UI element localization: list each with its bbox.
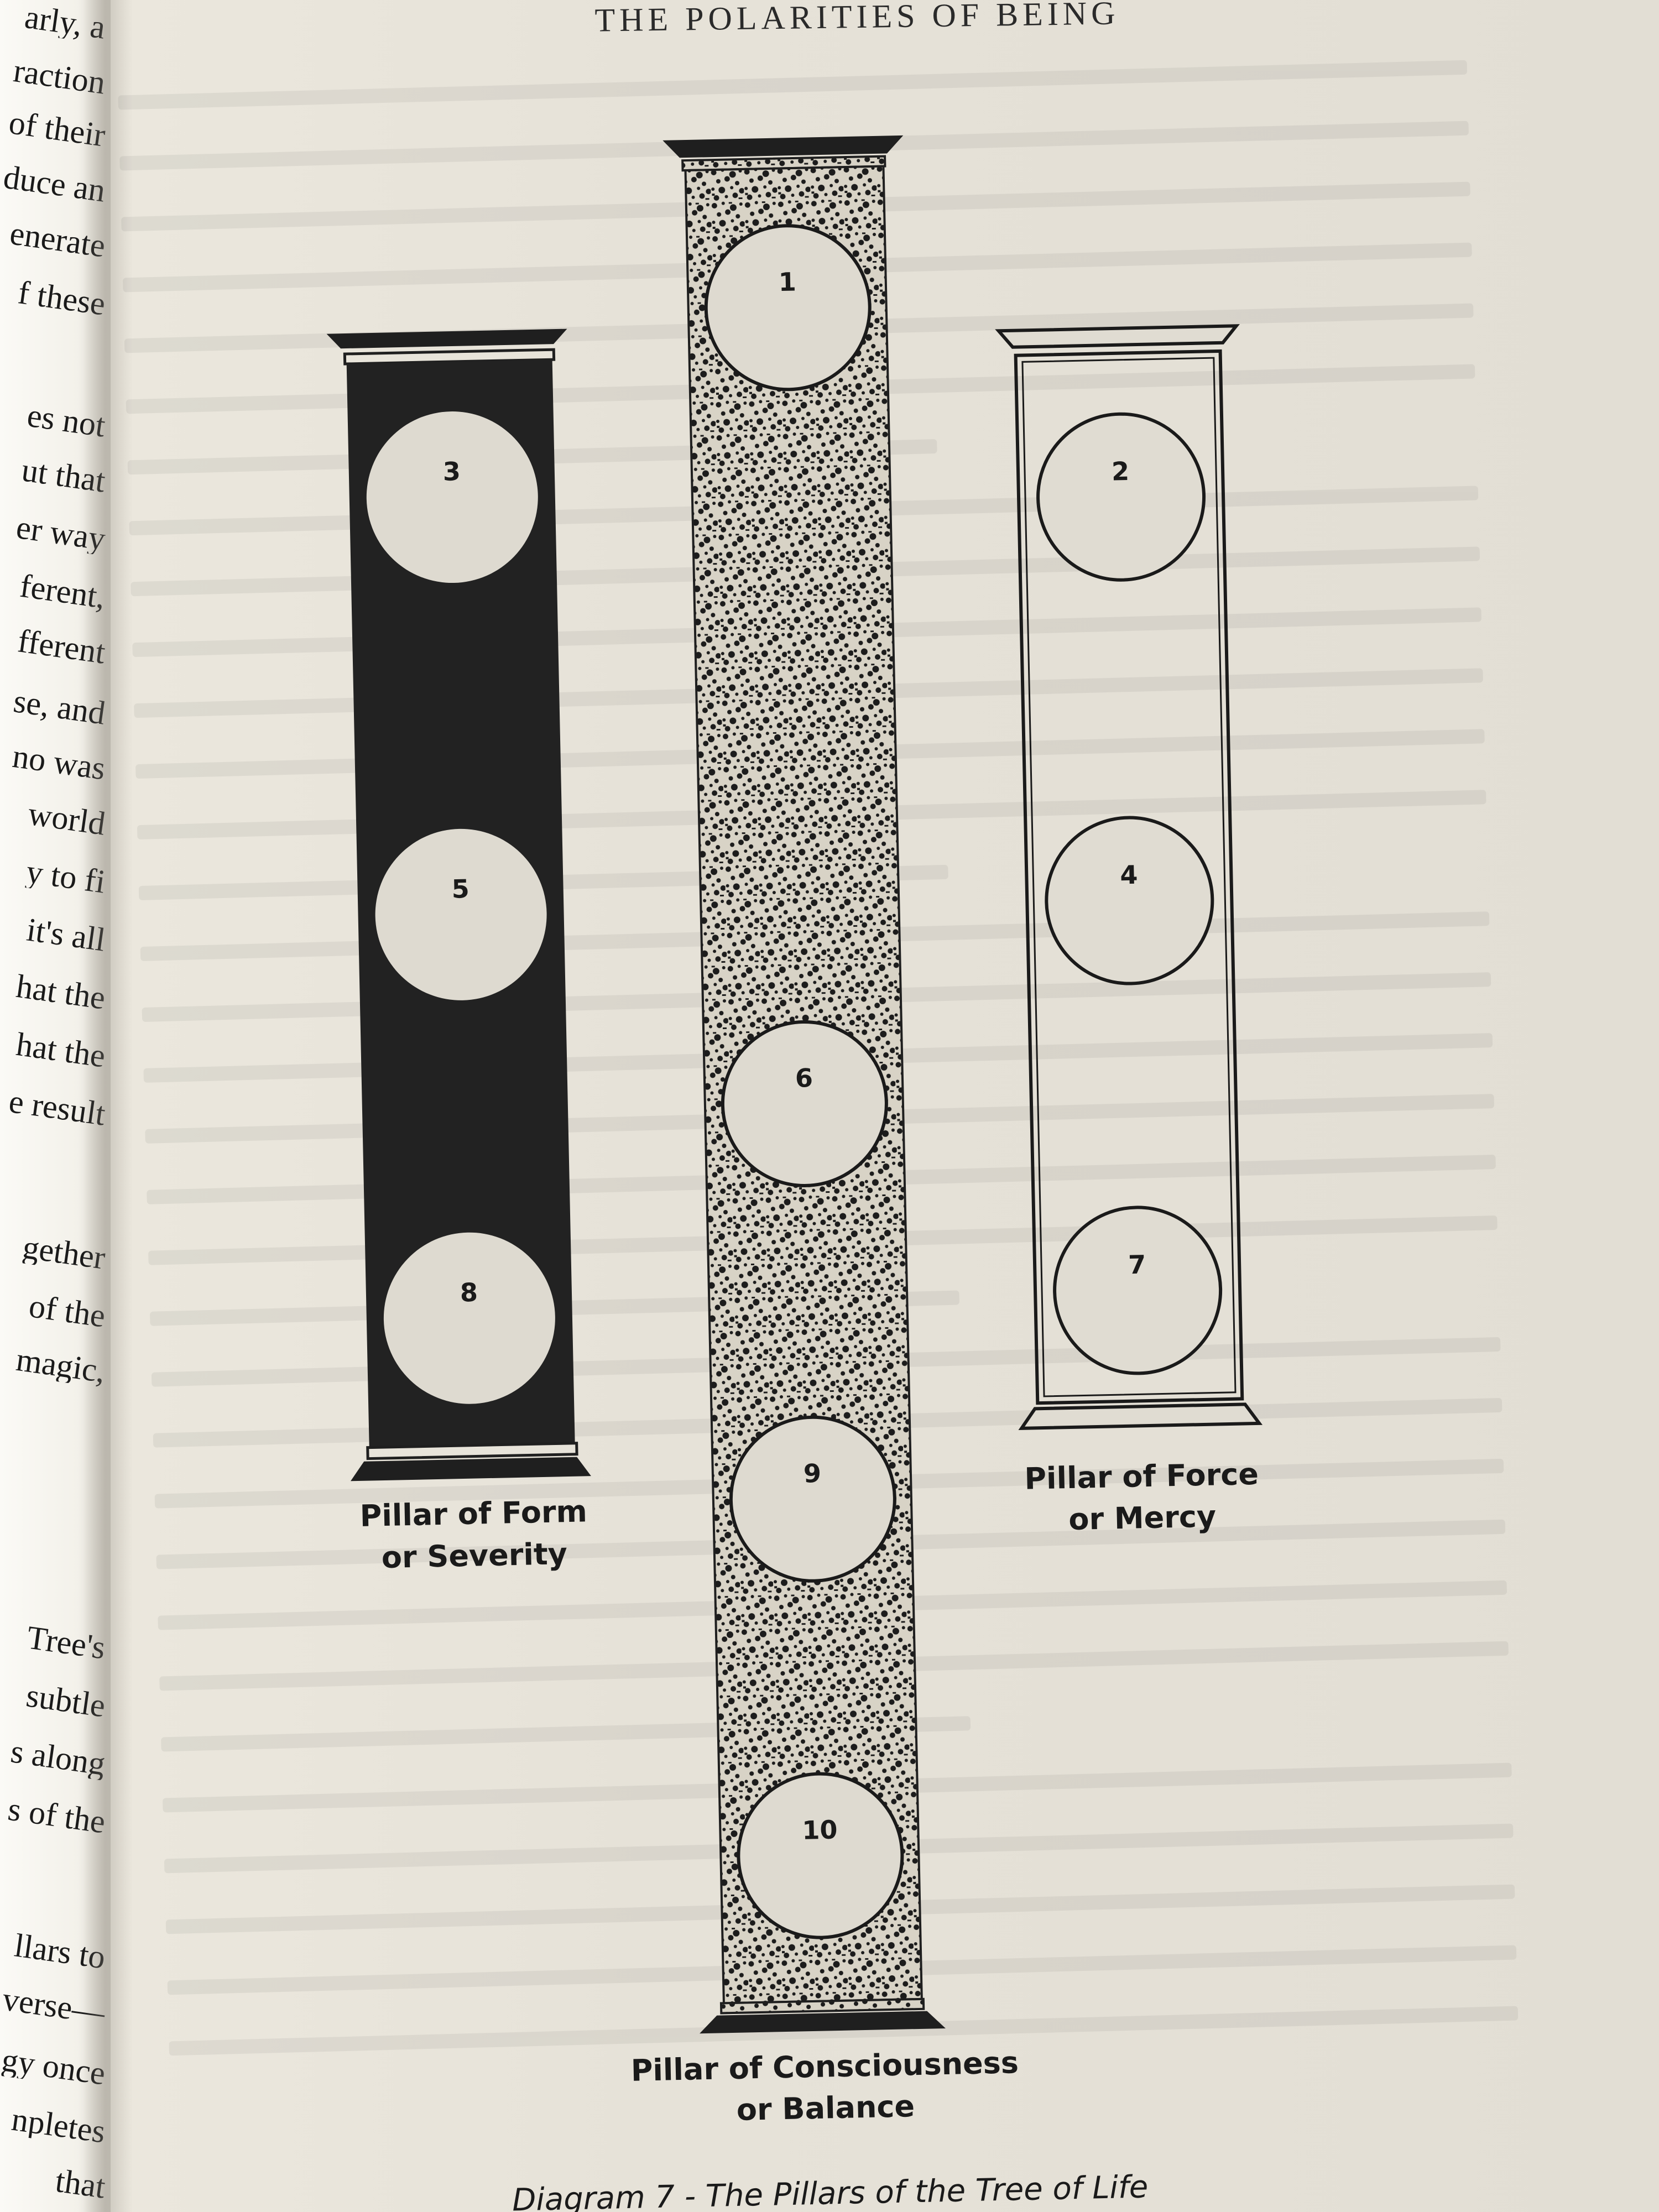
- figure-caption: Diagram 7 - The Pillars of the Tree of L…: [512, 2169, 1149, 2212]
- sephira-9-number: 9: [803, 1458, 821, 1489]
- pillar-force-capital: [995, 324, 1240, 349]
- pillar-force-label-line2: or Mercy: [1068, 1499, 1217, 1537]
- sephira-10-circle: [737, 1772, 904, 1939]
- pillar-force-shaft-inner: [1021, 357, 1237, 1397]
- sephira-9-circle: [729, 1415, 896, 1583]
- pillar-consciousness-base: [700, 2011, 946, 2034]
- sephira-1-circle: [704, 224, 872, 392]
- sephira-4-circle: [1045, 816, 1214, 985]
- sephira-6-number: 6: [795, 1063, 813, 1093]
- sephira-4-number: 4: [1120, 860, 1138, 890]
- pillar-form-label-line1: Pillar of Form: [359, 1494, 587, 1533]
- pillar-consciousness-capital: [662, 135, 904, 158]
- pillar-force-shaft: [1014, 349, 1244, 1405]
- sephira-1-number: 1: [778, 267, 796, 297]
- sephira-3-number: 3: [442, 456, 461, 487]
- sephira-8-number: 8: [460, 1277, 478, 1308]
- sephira-2-circle: [1036, 412, 1206, 582]
- pillar-form-base: [351, 1457, 591, 1481]
- pillar-form-base-band: [366, 1442, 578, 1460]
- pillar-of-consciousness: 1 6 9 10 Pillar of Consciousness or Bala…: [630, 135, 1019, 2127]
- sephira-5-number: 5: [451, 874, 469, 904]
- sephira-7-number: 7: [1128, 1250, 1146, 1280]
- pillar-force-base: [1018, 1402, 1263, 1430]
- pillar-consciousness-label-line2: or Balance: [736, 2089, 915, 2127]
- sephira-3-circle: [366, 411, 538, 583]
- pillar-consciousness-base-band: [719, 1997, 925, 2015]
- book-gutter-shadow: [83, 0, 133, 2212]
- sephira-5-circle: [375, 828, 547, 1000]
- sephira-6-circle: [721, 1020, 888, 1187]
- pillar-form-label-line2: or Severity: [381, 1536, 567, 1575]
- sephira-10-number: 10: [802, 1814, 838, 1845]
- sephira-7-circle: [1053, 1206, 1223, 1375]
- pillar-force-label-line1: Pillar of Force: [1024, 1457, 1259, 1496]
- pillar-of-force: 2 4 7 Pillar of Force or Mercy: [995, 324, 1263, 1537]
- pillar-form-capital: [326, 328, 567, 349]
- pillar-consciousness-label-line1: Pillar of Consciousness: [630, 2045, 1019, 2088]
- sephira-2-number: 2: [1112, 456, 1130, 487]
- pillar-of-form: 3 5 8 Pillar of Form or Severity: [326, 328, 591, 1575]
- sephira-8-circle: [383, 1232, 555, 1404]
